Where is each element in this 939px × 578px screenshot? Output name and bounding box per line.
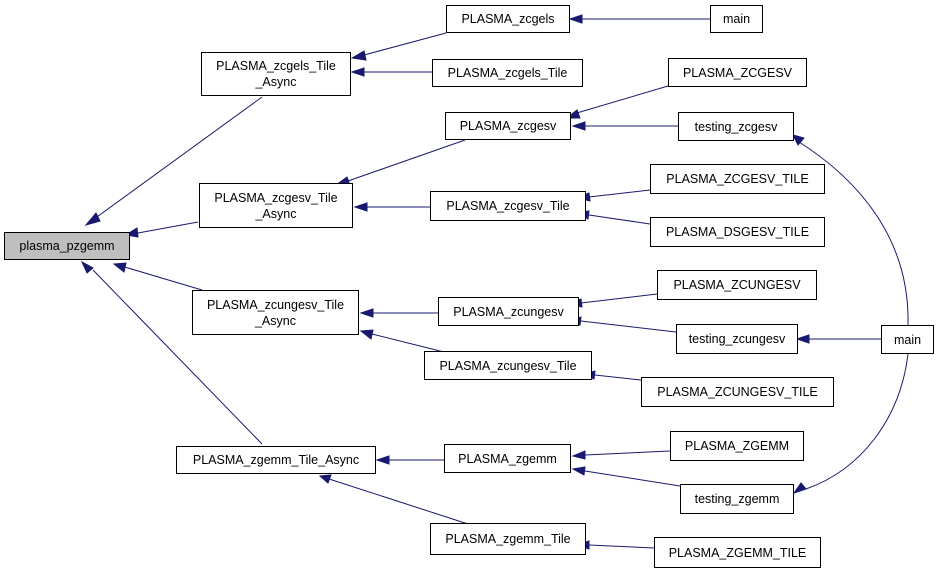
node-plasma-zgemm-tile-async[interactable]: PLASMA_zgemm_Tile_Async (176, 446, 376, 474)
node-plasma-zcgels-tile-async[interactable]: PLASMA_zcgels_Tile _Async (201, 52, 351, 96)
node-label: PLASMA_zcgesv_Tile (446, 199, 570, 213)
node-label: PLASMA_zcungesv_Tile _Async (206, 297, 345, 328)
node-label: PLASMA_ZGEMM_TILE (668, 545, 807, 560)
node-plasma-zcungesv-tile-async[interactable]: PLASMA_zcungesv_Tile _Async (192, 290, 359, 335)
node-label: PLASMA_ZCGESV_TILE (666, 172, 809, 186)
node-label: PLASMA_zgemm_Tile_Async (192, 453, 360, 467)
node-plasma-zgemm[interactable]: PLASMA_zgemm (444, 444, 571, 473)
node-label: testing_zgemm (694, 492, 780, 506)
node-label: testing_zcgesv (694, 119, 778, 134)
node-label: PLASMA_ZCUNGESV_TILE (657, 385, 818, 399)
node-testing-zcgesv[interactable]: testing_zcgesv (678, 112, 794, 141)
node-label: PLASMA_zcgels (461, 12, 555, 26)
node-plasma-zcgels[interactable]: PLASMA_zcgels (446, 5, 570, 33)
node-plasma-zgemm-tile[interactable]: PLASMA_zgemm_Tile (430, 523, 586, 555)
node-plasma-zgemm-upper[interactable]: PLASMA_ZGEMM (670, 431, 804, 461)
node-label: PLASMA_ZCGESV (682, 65, 793, 80)
node-label: PLASMA_zcungesv_Tile (439, 358, 577, 373)
node-label: PLASMA_zcgels_Tile _Async (216, 59, 336, 89)
node-plasma-zgemm-tile-upper[interactable]: PLASMA_ZGEMM_TILE (654, 537, 821, 568)
node-main-top[interactable]: main (710, 5, 763, 33)
node-plasma-zcgesv-tile[interactable]: PLASMA_zcgesv_Tile (430, 191, 586, 221)
node-label: plasma_pzgemm (19, 239, 115, 253)
node-label: testing_zcungesv (688, 332, 786, 346)
node-label: PLASMA_zcgels_Tile (447, 66, 568, 80)
node-plasma-zcungesv[interactable]: PLASMA_zcungesv (438, 297, 579, 326)
node-plasma-zcgesv-upper[interactable]: PLASMA_ZCGESV (668, 58, 807, 87)
node-plasma-zcgesv-tile-async[interactable]: PLASMA_zcgesv_Tile _Async (199, 183, 353, 228)
node-plasma-zcungesv-tile-upper[interactable]: PLASMA_ZCUNGESV_TILE (641, 377, 834, 407)
node-plasma-dsgesv-tile-upper[interactable]: PLASMA_DSGESV_TILE (650, 217, 825, 247)
node-label: PLASMA_zcgesv (459, 119, 557, 133)
node-label: PLASMA_DSGESV_TILE (665, 225, 810, 239)
node-plasma-zcungesv-upper[interactable]: PLASMA_ZCUNGESV (657, 270, 817, 300)
node-label: PLASMA_zgemm (458, 451, 557, 466)
node-testing-zgemm[interactable]: testing_zgemm (680, 484, 794, 514)
node-label: PLASMA_ZGEMM (684, 439, 790, 453)
node-testing-zcungesv[interactable]: testing_zcungesv (676, 324, 798, 354)
node-label: PLASMA_zcungesv (453, 304, 564, 319)
node-label: PLASMA_zcgesv_Tile _Async (214, 190, 338, 221)
node-label: PLASMA_zgemm_Tile (445, 532, 571, 546)
node-main-right[interactable]: main (881, 325, 934, 354)
node-plasma-zcungesv-tile[interactable]: PLASMA_zcungesv_Tile (424, 351, 592, 380)
node-label: main (893, 332, 922, 347)
node-plasma-zcgels-tile[interactable]: PLASMA_zcgels_Tile (432, 59, 583, 87)
node-plasma-zcgesv-tile-upper[interactable]: PLASMA_ZCGESV_TILE (650, 164, 825, 194)
node-plasma-pzgemm: plasma_pzgemm (4, 232, 130, 260)
node-label: PLASMA_ZCUNGESV (673, 278, 801, 292)
node-plasma-zcgesv[interactable]: PLASMA_zcgesv (445, 112, 571, 140)
node-label: main (722, 12, 751, 26)
